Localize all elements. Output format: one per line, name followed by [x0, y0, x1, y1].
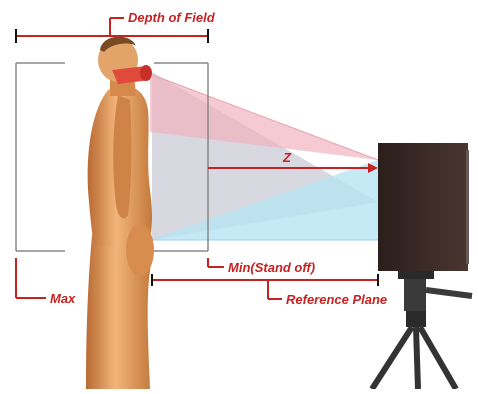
depth-of-field-label: Depth of Field [128, 11, 215, 24]
reference-plane-label: Reference Plane [286, 293, 387, 306]
max-label: Max [50, 292, 75, 305]
max-leader [16, 258, 46, 298]
max-plane-bracket [16, 63, 65, 251]
min-leader [208, 258, 224, 267]
field-of-view [150, 72, 378, 240]
z-axis-label: Z [283, 151, 291, 164]
human-figure [86, 37, 154, 389]
camera-device [378, 143, 469, 271]
min-stand-off-label: Min(Stand off) [228, 261, 315, 274]
tripod [372, 271, 472, 389]
